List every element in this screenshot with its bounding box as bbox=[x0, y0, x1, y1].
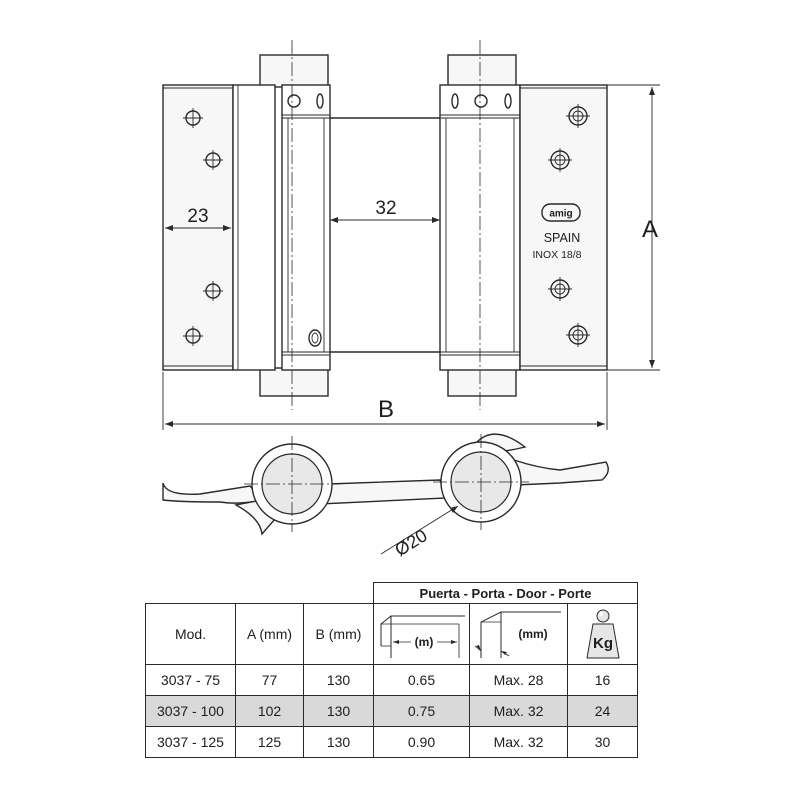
cell-door-thickness: Max. 28 bbox=[469, 664, 568, 696]
origin-label: SPAIN bbox=[544, 231, 581, 245]
cell-door-height: 0.90 bbox=[373, 726, 470, 758]
left-strap bbox=[232, 84, 276, 371]
spec-table: Puerta - Porta - Door - Porte Mod. A (mm… bbox=[145, 582, 638, 758]
cell-door-thickness: Max. 32 bbox=[469, 695, 568, 727]
left-pin-hole bbox=[287, 94, 301, 108]
cell-a: 77 bbox=[235, 664, 304, 696]
cell-a: 102 bbox=[235, 695, 304, 727]
cell-door-height: 0.75 bbox=[373, 695, 470, 727]
cell-weight: 24 bbox=[567, 695, 638, 727]
material-label: INOX 18/8 bbox=[532, 249, 581, 261]
door-thickness-icon: (mm) bbox=[469, 603, 568, 665]
thickness-unit-label: (mm) bbox=[518, 627, 547, 641]
dim-32-label: 32 bbox=[375, 198, 396, 219]
left-leaf-plate bbox=[162, 84, 234, 371]
col-a: A (mm) bbox=[235, 603, 304, 665]
hinge-top-view bbox=[162, 433, 609, 536]
cell-model: 3037 - 100 bbox=[145, 695, 236, 727]
col-b: B (mm) bbox=[303, 603, 374, 665]
dim-23-label: 23 bbox=[187, 206, 208, 227]
weight-icon: Kg bbox=[567, 603, 638, 665]
dim-diameter-label: Ø20 bbox=[391, 525, 430, 560]
cell-a: 125 bbox=[235, 726, 304, 758]
table-row: 3037 - 100 102 130 0.75 Max. 32 24 bbox=[145, 695, 638, 727]
cell-weight: 30 bbox=[567, 726, 638, 758]
weight-unit-label: Kg bbox=[593, 635, 613, 652]
cell-door-height: 0.65 bbox=[373, 664, 470, 696]
cell-b: 130 bbox=[303, 695, 374, 727]
right-top-knuckle bbox=[447, 54, 517, 88]
tension-screw bbox=[308, 329, 322, 347]
dim-b-label: B bbox=[378, 396, 394, 423]
right-slot-b bbox=[504, 93, 512, 109]
door-header: Puerta - Porta - Door - Porte bbox=[373, 582, 638, 604]
cell-b: 130 bbox=[303, 664, 374, 696]
dim-a-label: A bbox=[642, 216, 658, 243]
left-bottom-knuckle bbox=[259, 367, 329, 397]
cell-door-thickness: Max. 32 bbox=[469, 726, 568, 758]
brand-logo bbox=[541, 203, 581, 222]
height-unit-label: (m) bbox=[414, 635, 433, 649]
right-pin-hole bbox=[474, 94, 488, 108]
left-slot bbox=[316, 93, 324, 109]
col-mod: Mod. bbox=[145, 603, 236, 665]
cell-b: 130 bbox=[303, 726, 374, 758]
door-height-icon: (m) bbox=[373, 603, 470, 665]
left-top-knuckle bbox=[259, 54, 329, 88]
brand-logo-text: amig bbox=[549, 209, 572, 220]
table-row: 3037 - 125 125 130 0.90 Max. 32 30 bbox=[145, 726, 638, 758]
table-row: 3037 - 75 77 130 0.65 Max. 28 16 bbox=[145, 664, 638, 696]
cell-model: 3037 - 125 bbox=[145, 726, 236, 758]
right-slot-a bbox=[451, 93, 459, 109]
left-barrel bbox=[281, 84, 331, 371]
right-screw-holes bbox=[548, 104, 590, 347]
right-leaf-plate bbox=[519, 84, 608, 371]
left-screw-holes bbox=[183, 108, 223, 346]
right-bottom-knuckle bbox=[447, 367, 517, 397]
cell-weight: 16 bbox=[567, 664, 638, 696]
cell-model: 3037 - 75 bbox=[145, 664, 236, 696]
